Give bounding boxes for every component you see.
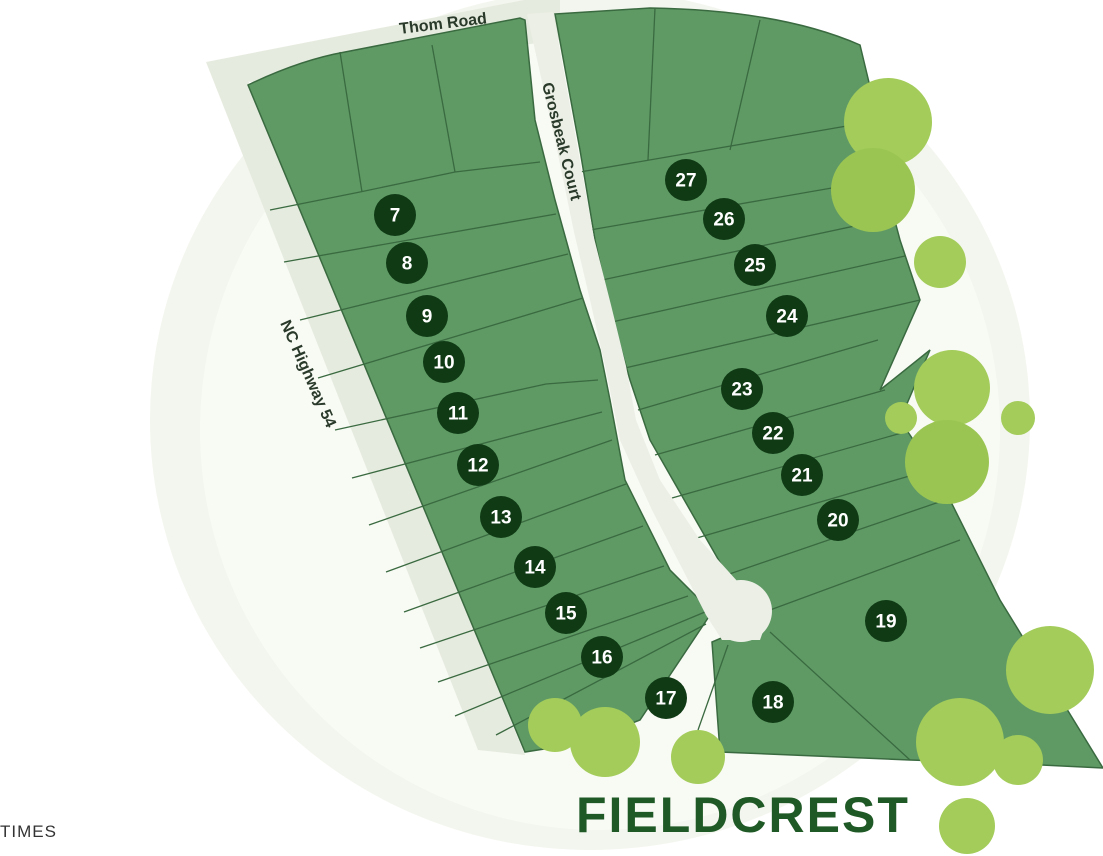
nc-highway-54-road [206, 62, 525, 755]
lot-marker-circle [480, 496, 522, 538]
lot-marker-circle [734, 244, 776, 286]
lot-marker-25[interactable]: 25 [734, 244, 776, 286]
corner-watermark-text: TIMES [0, 822, 57, 841]
cul-de-sac [710, 580, 772, 642]
lot-number-label: 15 [555, 604, 577, 625]
lot-marker-23[interactable]: 23 [721, 368, 763, 410]
tree-icon [914, 350, 990, 426]
lot-marker-circle [423, 341, 465, 383]
lot-number-label: 10 [433, 353, 454, 374]
lot-marker-11[interactable]: 11 [437, 392, 479, 434]
lot-markers: 7 8 9 10 11 12 13 14 15 16 17 18 19 20 21 22 23 24 25 26 27 [374, 159, 907, 723]
lot-marker-17[interactable]: 17 [645, 677, 687, 719]
lot-marker-circle [703, 198, 745, 240]
tree-icon [831, 148, 915, 232]
lot-number-label: 18 [762, 693, 783, 714]
lot-number-label: 16 [591, 648, 612, 669]
lot-marker-circle [665, 159, 707, 201]
lot-marker-26[interactable]: 26 [703, 198, 745, 240]
lot-marker-circle [406, 295, 448, 337]
lot-number-label: 26 [713, 210, 734, 231]
lot-marker-19[interactable]: 19 [865, 600, 907, 642]
lot-marker-18[interactable]: 18 [752, 681, 794, 723]
lot-number-label: 9 [422, 307, 433, 328]
lot-number-label: 8 [402, 254, 413, 275]
lot-number-label: 23 [731, 380, 752, 401]
lot-number-label: 13 [490, 508, 511, 529]
lot-number-label: 20 [827, 511, 848, 532]
tree-icon [916, 698, 1004, 786]
lot-marker-circle [386, 242, 428, 284]
lot-marker-circle [514, 546, 556, 588]
lot-marker-21[interactable]: 21 [781, 454, 823, 496]
grosbeak-court-road [527, 12, 770, 640]
tree-icon [528, 698, 582, 752]
tree-icon [1001, 401, 1035, 435]
lot-number-label: 11 [448, 404, 469, 425]
lot-marker-circle [752, 681, 794, 723]
map-title: FIELDCREST [576, 787, 910, 843]
lot-number-label: 17 [655, 689, 676, 710]
lot-number-label: 22 [762, 424, 783, 445]
thom-road [206, 0, 560, 82]
lot-marker-10[interactable]: 10 [423, 341, 465, 383]
lot-number-label: 25 [744, 256, 766, 277]
tree-icon [914, 236, 966, 288]
lot-number-label: 12 [467, 456, 488, 477]
lot-marker-20[interactable]: 20 [817, 499, 859, 541]
tree-icon [993, 735, 1043, 785]
lot-marker-circle [817, 499, 859, 541]
tree-icon [939, 798, 995, 854]
tree-icon [671, 730, 725, 784]
lot-marker-27[interactable]: 27 [665, 159, 707, 201]
lot-marker-15[interactable]: 15 [545, 592, 587, 634]
tree-icon [844, 78, 932, 166]
lot-marker-circle [766, 295, 808, 337]
lot-marker-22[interactable]: 22 [752, 412, 794, 454]
lot-marker-8[interactable]: 8 [386, 242, 428, 284]
lot-marker-9[interactable]: 9 [406, 295, 448, 337]
tree-icon [1006, 626, 1094, 714]
lot-number-label: 21 [791, 466, 813, 487]
tree-icon [885, 402, 917, 434]
lot-number-label: 27 [675, 171, 696, 192]
lot-marker-7[interactable]: 7 [374, 194, 416, 236]
lot-number-label: 19 [875, 612, 896, 633]
lot-number-label: 14 [524, 558, 546, 579]
lot-number-label: 24 [776, 307, 798, 328]
lot-number-label: 7 [390, 206, 401, 227]
lot-marker-circle [457, 444, 499, 486]
lot-marker-24[interactable]: 24 [766, 295, 808, 337]
lot-marker-16[interactable]: 16 [581, 636, 623, 678]
lot-marker-circle [645, 677, 687, 719]
lot-marker-circle [752, 412, 794, 454]
lot-marker-circle [437, 392, 479, 434]
lot-marker-12[interactable]: 12 [457, 444, 499, 486]
west-block [247, 17, 713, 753]
lot-marker-circle [545, 592, 587, 634]
lot-marker-circle [721, 368, 763, 410]
lot-marker-13[interactable]: 13 [480, 496, 522, 538]
tree-icon [905, 420, 989, 504]
lot-marker-circle [374, 194, 416, 236]
lot-marker-circle [581, 636, 623, 678]
tree-icon [570, 707, 640, 777]
lot-marker-circle [781, 454, 823, 496]
trees [528, 78, 1094, 854]
lot-marker-circle [865, 600, 907, 642]
lot-marker-14[interactable]: 14 [514, 546, 556, 588]
